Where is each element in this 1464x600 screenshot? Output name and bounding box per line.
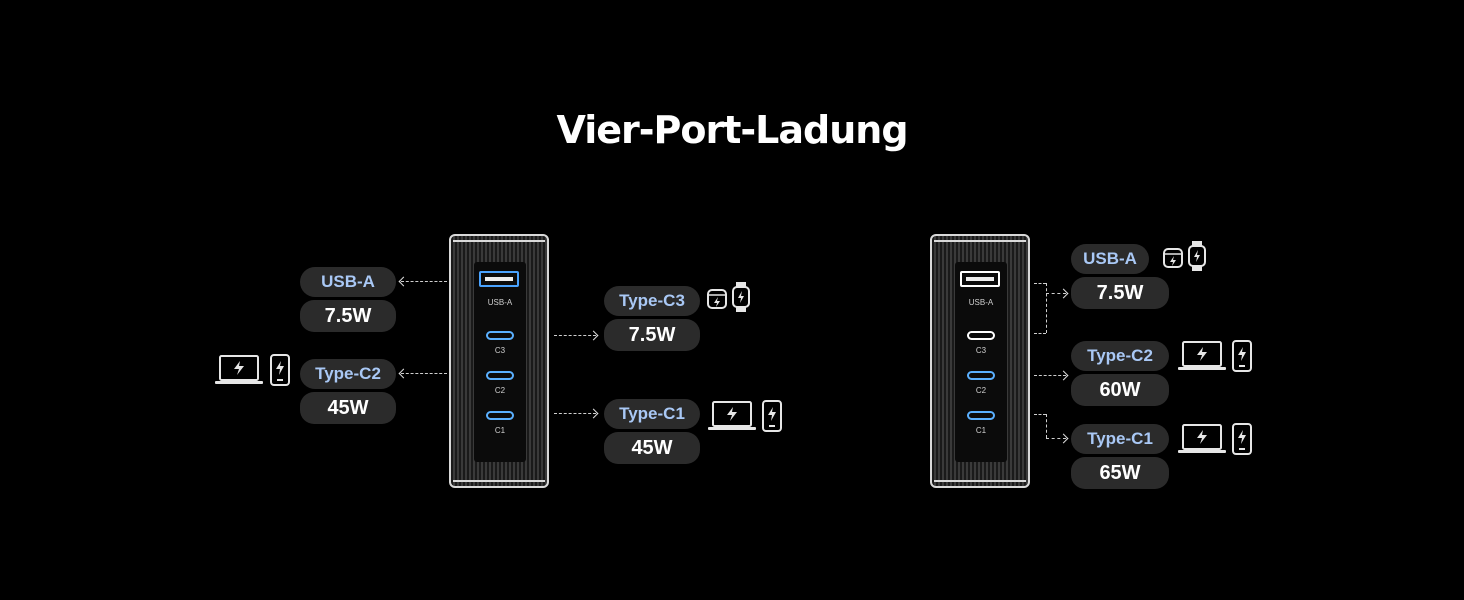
usb-a-port (960, 271, 1000, 287)
right-type-c2-arrow (1034, 375, 1066, 376)
left-type-c3-arrow (554, 335, 596, 336)
c3-port (486, 331, 514, 340)
c2-port (486, 371, 514, 380)
c1-port (967, 411, 995, 420)
laptop-icon (1178, 424, 1226, 453)
left-type-c3-watt: 7.5W (604, 319, 700, 351)
left-usb-a-watt: 7.5W (300, 300, 396, 332)
left-usb-a-arrow (401, 281, 447, 282)
charger-left: USB-A C3 C2 C1 (449, 234, 549, 488)
right-usb-a-label: USB-A (1071, 244, 1149, 274)
connector-line (1034, 283, 1046, 284)
c1-port (486, 411, 514, 420)
left-type-c2-watt: 45W (300, 392, 396, 424)
c3-port-label: C3 (975, 346, 987, 355)
c2-port (967, 371, 995, 380)
connector-line (1034, 414, 1046, 415)
usb-a-port-label: USB-A (968, 298, 994, 307)
left-type-c2-arrow (401, 373, 447, 374)
left-type-c1-label: Type-C1 (604, 399, 700, 429)
left-type-c2-label: Type-C2 (300, 359, 396, 389)
phone-icon (1232, 340, 1252, 372)
laptop-icon (708, 401, 756, 430)
c2-port-label: C2 (494, 386, 506, 395)
c1-port-label: C1 (975, 426, 987, 435)
right-type-c1-label: Type-C1 (1071, 424, 1169, 454)
connector-line (1034, 333, 1046, 334)
phone-icon (1232, 423, 1252, 455)
laptop-icon (215, 355, 263, 384)
usb-a-port-label: USB-A (487, 298, 513, 307)
smartwatch-icon (732, 282, 750, 312)
earbuds-case-icon (707, 289, 727, 309)
right-usb-a-watt: 7.5W (1071, 277, 1169, 309)
page-title: Vier-Port-Ladung (556, 108, 908, 152)
usb-a-port (479, 271, 519, 287)
port-panel: USB-A C3 C2 C1 (955, 262, 1007, 462)
c2-port-label: C2 (975, 386, 987, 395)
laptop-icon (1178, 341, 1226, 370)
right-type-c2-label: Type-C2 (1071, 341, 1169, 371)
left-type-c1-watt: 45W (604, 432, 700, 464)
connector-line (1046, 283, 1047, 333)
left-usb-a-label: USB-A (300, 267, 396, 297)
phone-icon (270, 354, 290, 386)
right-type-c1-arrow (1046, 438, 1066, 439)
port-panel: USB-A C3 C2 C1 (474, 262, 526, 462)
right-type-c1-watt: 65W (1071, 457, 1169, 489)
connector-line (1046, 414, 1047, 438)
phone-icon (762, 400, 782, 432)
earbuds-case-icon (1163, 248, 1183, 268)
left-type-c3-label: Type-C3 (604, 286, 700, 316)
left-type-c1-arrow (554, 413, 596, 414)
c1-port-label: C1 (494, 426, 506, 435)
right-type-c2-watt: 60W (1071, 374, 1169, 406)
charger-right: USB-A C3 C2 C1 (930, 234, 1030, 488)
c3-port (967, 331, 995, 340)
smartwatch-icon (1188, 241, 1206, 271)
right-usb-a-arrow (1046, 293, 1066, 294)
c3-port-label: C3 (494, 346, 506, 355)
